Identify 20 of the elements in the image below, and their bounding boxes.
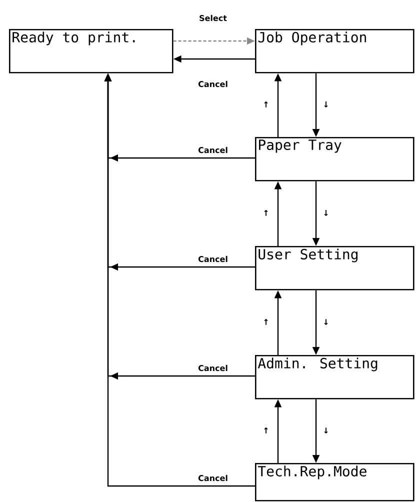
edge-label: Select <box>198 14 228 22</box>
edge-label: Cancel <box>197 80 229 88</box>
edge-label: ↓ <box>322 209 330 217</box>
menu-box: Admin. Setting <box>255 355 414 400</box>
edge-label: ↑ <box>262 426 270 434</box>
edge-label: Cancel <box>197 254 229 264</box>
edge-label: ↑ <box>262 100 270 108</box>
edge-label: ↓ <box>322 426 330 434</box>
menu-box: Paper Tray <box>255 136 414 182</box>
edge-label: Cancel <box>197 146 229 154</box>
edge-label: ↑ <box>262 209 270 217</box>
edge-label: Cancel <box>197 364 229 372</box>
menu-box: User Setting <box>255 246 414 290</box>
menu-box: Ready to print. <box>9 29 174 74</box>
edge-label: ↑ <box>262 318 270 326</box>
menu-box: Job Operation <box>255 29 414 74</box>
edge-label: ↓ <box>322 318 330 326</box>
edge-label: ↓ <box>322 100 330 108</box>
edge-label: Cancel <box>197 474 229 482</box>
menu-box: Tech.Rep.Mode <box>255 463 414 502</box>
